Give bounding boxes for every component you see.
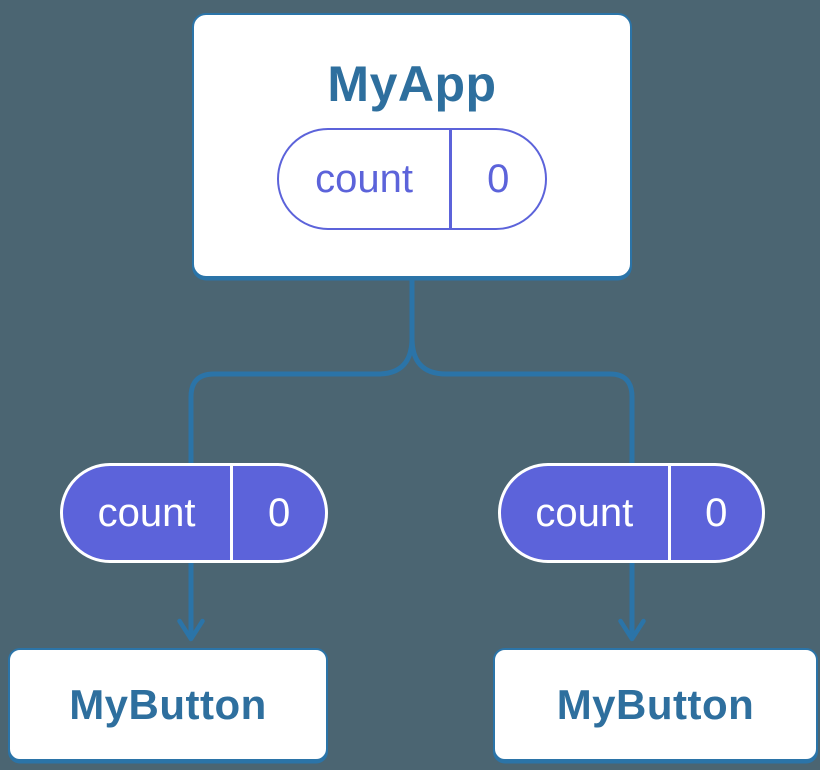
- node-myapp-label: MyApp: [327, 56, 497, 112]
- state-pill-myapp: count 0: [277, 128, 547, 230]
- node-mybutton-right: MyButton: [493, 648, 818, 761]
- prop-value: 0: [705, 490, 728, 535]
- pill-divider: [230, 466, 234, 560]
- pill-divider: [449, 130, 452, 228]
- state-key: count: [315, 156, 413, 201]
- left-arrowhead-icon: [177, 618, 205, 642]
- node-mybutton-left: MyButton: [8, 648, 328, 761]
- state-value: 0: [487, 156, 510, 201]
- pill-divider: [667, 466, 671, 560]
- node-mybutton-label: MyButton: [556, 680, 755, 728]
- prop-pill-left: count 0: [60, 463, 328, 563]
- node-myapp: MyApp count 0: [192, 13, 632, 278]
- prop-value: 0: [267, 490, 291, 535]
- right-branch-line: [409, 337, 635, 639]
- node-mybutton-label: MyButton: [69, 680, 267, 728]
- prop-key: count: [97, 490, 196, 535]
- prop-key: count: [535, 490, 634, 535]
- left-branch-line: [188, 337, 415, 639]
- right-arrowhead-icon: [618, 618, 646, 642]
- prop-pill-right: count 0: [498, 463, 765, 563]
